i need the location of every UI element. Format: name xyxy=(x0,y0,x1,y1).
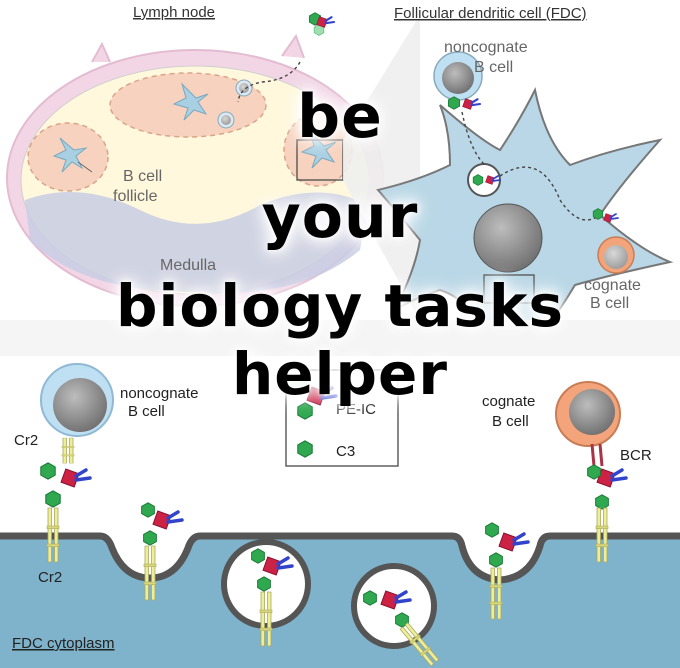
bottom-cognate-nucleus xyxy=(569,389,615,435)
bcr-c3-icon xyxy=(595,494,609,510)
bcr-c3-top-icon xyxy=(587,464,601,480)
follicle-fdc-left xyxy=(52,137,88,173)
fdc-panel: noncognate B cell cognate B cell Follicu… xyxy=(376,5,674,331)
pit2-c3-top-icon xyxy=(485,522,499,538)
medulla-region xyxy=(25,192,368,294)
zoom-box-fdc xyxy=(483,274,535,304)
afferent-vessel-left xyxy=(91,41,111,63)
afferent-vessel-right xyxy=(281,33,305,59)
bcr-receptor xyxy=(590,443,604,467)
bottom-noncognate-label-2: B cell xyxy=(128,403,165,420)
membrane-panel: Cr2 Cr2 noncognate B cell cognate B xyxy=(0,363,680,668)
overlay-line-3-text: biology tasks helper xyxy=(116,272,564,408)
bottom-cognate-label-2: B cell xyxy=(492,413,529,430)
top-noncognate-label-1: noncognate xyxy=(444,39,528,56)
pit2-peic-icon xyxy=(497,531,530,553)
fdc-nucleus xyxy=(473,203,543,273)
bcr-label: BCR xyxy=(620,447,652,464)
bottom-noncognate-label-1: noncognate xyxy=(120,385,198,402)
overlay-line-3: biology tasks helper xyxy=(0,272,680,408)
cr2-on-b-cell xyxy=(61,437,75,464)
pit1-c3-icon xyxy=(143,530,157,546)
follicle-fdc-center xyxy=(172,82,209,121)
top-cognate-label-1: cognate xyxy=(584,277,641,294)
peic-on-b-cell-icon xyxy=(59,467,92,489)
mini-b-cell-2-nucleus xyxy=(221,115,231,125)
pit2-c3-icon xyxy=(489,552,503,568)
c3-on-cr2-icon xyxy=(45,490,61,508)
pit1-c3-top-icon xyxy=(141,502,155,518)
endo1-c3-icon xyxy=(257,576,271,592)
endo1-c3-top-icon xyxy=(251,548,265,564)
legend-peic-label: PE-IC xyxy=(336,401,376,418)
fdc-title: Follicular dendritic cell (FDC) xyxy=(394,5,587,22)
medulla-label: Medulla xyxy=(160,257,216,274)
legend-c3-label: C3 xyxy=(336,443,355,460)
mini-b-cell-1-nucleus xyxy=(239,83,249,93)
follicle-fdc-right xyxy=(300,130,337,169)
legend: PE-IC C3 xyxy=(285,369,399,467)
section-divider xyxy=(0,320,680,356)
cr2-upper-label: Cr2 xyxy=(14,432,38,449)
bottom-cognate-label-1: cognate xyxy=(482,393,535,410)
overlay-line-1: be xyxy=(0,82,680,152)
legend-c3-icon xyxy=(297,440,313,458)
c3-on-b-cell-icon xyxy=(40,462,56,480)
fdc-cytoplasm-region xyxy=(0,536,680,668)
bcr-peic-icon xyxy=(595,467,628,489)
pit1-peic-icon xyxy=(151,509,184,531)
lymph-node-title: Lymph node xyxy=(133,4,215,21)
overlay-line-1-text: be xyxy=(297,82,383,152)
bottom-noncognate-nucleus xyxy=(53,378,107,432)
flow-arrow-lymph xyxy=(237,61,301,103)
b-cell-follicle-label-1: B cell xyxy=(123,168,162,185)
fdc-cytoplasm-label: FDC cytoplasm xyxy=(12,635,115,652)
lymph-node-panel: B cell follicle Medulla Lymph node xyxy=(6,4,384,307)
endo2-c3-left-icon xyxy=(363,590,377,606)
overlay-line-2-text: your xyxy=(261,182,419,252)
overlay-line-2: your xyxy=(0,182,680,252)
fdc-membrane xyxy=(0,532,680,584)
top-cognate-label-2: B cell xyxy=(590,295,629,312)
b-cell-follicle-label-2: follicle xyxy=(113,188,158,205)
incoming-peic-icon xyxy=(315,15,336,29)
follicle-leader-line xyxy=(77,161,93,173)
top-noncognate-label-2: B cell xyxy=(474,59,513,76)
top-noncognate-nucleus xyxy=(442,62,474,94)
top-cognate-nucleus xyxy=(604,245,628,269)
zoom-projection xyxy=(343,15,420,320)
cr2-lower-label: Cr2 xyxy=(38,569,62,586)
